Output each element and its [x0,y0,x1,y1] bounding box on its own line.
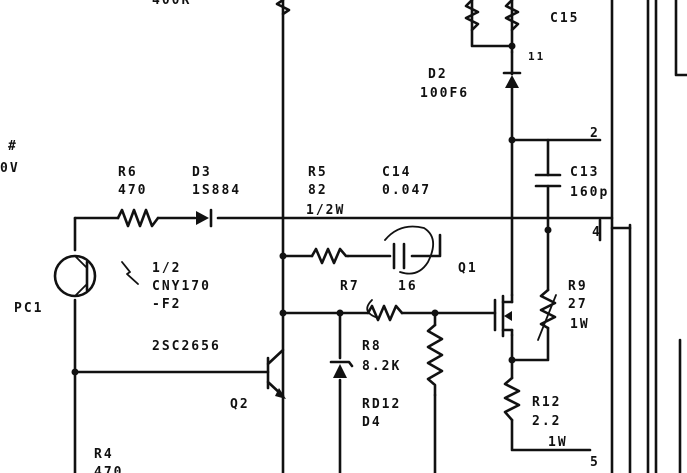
wire-module-right-3 [646,0,658,473]
wire-r9 [510,228,550,362]
label-r5-value: 82 [308,183,328,198]
label-d2-name: D2 [428,67,448,82]
label-r4-name: R4 [94,447,114,462]
label-d2-value: 100F6 [420,86,469,101]
label-c13-name: C13 [570,165,599,180]
label-r4-value-partial: 470 [94,465,123,473]
label-left-partial-bottom: 0V [0,161,20,176]
label-q2-part: 2SC2656 [152,339,221,354]
wire-pin4-bracket [598,218,632,242]
r7-annotation-curve [366,299,379,319]
q1-mosfet [493,293,514,338]
c15-resistor-left [464,0,480,32]
label-r9-name: R9 [568,279,588,294]
label-r6-value: 470 [118,183,147,198]
label-d3-name: D3 [192,165,212,180]
label-q1-name: Q1 [458,261,478,276]
label-q2-name: Q2 [230,397,250,412]
r8-resistor-horizontal [366,304,404,322]
d4-zener [329,360,354,378]
r8-resistor-vertical [426,323,444,397]
d2-diode [502,71,522,88]
label-pc1-suffix: -F2 [152,297,181,312]
r-top-stub [275,0,291,16]
r9-arrow [537,294,557,341]
label-pin-11: 11 [528,50,545,63]
label-pin-2: 2 [590,126,600,141]
label-pc1-part: CNY170 [152,279,211,294]
label-pin-5: 5 [590,455,600,470]
r7-resistor [310,247,350,265]
label-top-partial: 400R [152,0,191,8]
label-left-partial-top: # [8,139,18,154]
label-pin-4: 4 [592,225,602,240]
wires [73,0,687,473]
label-c14-value: 0.047 [382,183,431,198]
label-r12-name: R12 [532,395,561,410]
label-r8-name: R8 [362,339,382,354]
wire-r7-branch [281,233,442,258]
label-r8-value: 8.2K [362,359,401,374]
wire-q1-source [510,333,592,452]
q2-transistor [266,348,286,399]
label-pc1-name: PC1 [14,301,43,316]
label-r7-name: R7 [340,279,360,294]
r6-resistor [116,208,160,228]
label-c13-value: 160p [570,185,609,200]
c15-resistor-right [504,0,520,32]
label-r9-value: 27 [568,297,588,312]
label-r7-value: 16 [398,279,418,294]
label-r12-rating: 1W [548,435,568,450]
label-r6-name: R6 [118,165,138,180]
wire-module-top-right [674,0,687,77]
label-r5-name: R5 [308,165,328,180]
c14-capacitor [384,225,434,275]
label-c15-name: C15 [550,11,579,26]
r12-resistor [503,376,521,422]
label-d4-part: RD12 [362,397,401,412]
junction-dots [71,42,552,376]
label-pc1-fraction: 1/2 [152,261,181,276]
wire-c15-top [470,0,514,54]
c13-capacitor [534,173,562,188]
label-d4-name: D4 [362,415,382,430]
d3-diode [196,208,213,228]
label-r5-rating: 1/2W [306,203,345,218]
pc1-photo-transistor [53,254,139,298]
label-d3-value: 1S884 [192,183,241,198]
label-r9-rating: 1W [570,317,590,332]
label-c14-name: C14 [382,165,411,180]
label-r12-value: 2.2 [532,414,561,429]
r9-resistor [539,288,557,330]
